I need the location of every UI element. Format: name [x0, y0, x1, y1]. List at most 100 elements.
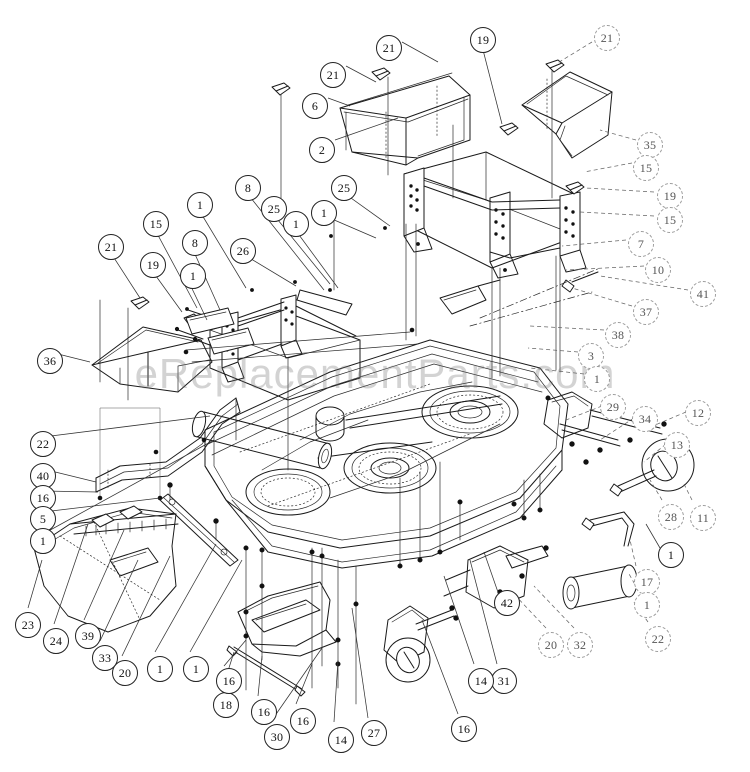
- callout-balloon-8[interactable]: 8: [235, 175, 261, 201]
- callout-balloon-24[interactable]: 24: [43, 628, 69, 654]
- callout-label: 36: [43, 354, 57, 368]
- callout-balloon-2[interactable]: 2: [309, 137, 335, 163]
- callout-balloon-14[interactable]: 14: [468, 668, 494, 694]
- callout-balloon-19[interactable]: 19: [140, 252, 166, 278]
- callout-balloon-1[interactable]: 1: [147, 656, 173, 682]
- callout-balloon-16[interactable]: 16: [216, 668, 242, 694]
- callout-balloon-20[interactable]: 20: [112, 660, 138, 686]
- callout-balloon-21[interactable]: 21: [376, 35, 402, 61]
- callout-balloon-41[interactable]: 41: [690, 281, 716, 307]
- callout-balloon-25[interactable]: 25: [331, 175, 357, 201]
- hardware-bottom-column: [243, 545, 359, 705]
- callout-label: 16: [222, 674, 236, 688]
- callout-balloon-1[interactable]: 1: [658, 542, 684, 568]
- callout-balloon-15[interactable]: 15: [143, 211, 169, 237]
- callout-balloon-39[interactable]: 39: [75, 623, 101, 649]
- callout-label: 28: [664, 510, 678, 524]
- part-long-bar-left: [159, 482, 239, 567]
- part-main-mower-deck: [204, 339, 569, 569]
- callout-label: 17: [640, 575, 654, 589]
- center-idler: [315, 406, 345, 442]
- callout-label: 40: [36, 469, 50, 483]
- callout-label: 31: [497, 674, 511, 688]
- callout-label: 10: [651, 263, 665, 277]
- callout-balloon-11[interactable]: 11: [690, 505, 716, 531]
- callout-balloon-35[interactable]: 35: [637, 132, 663, 158]
- callout-balloon-26[interactable]: 26: [230, 238, 256, 264]
- callout-balloon-18[interactable]: 18: [213, 692, 239, 718]
- callout-label: 1: [667, 548, 675, 562]
- callout-balloon-37[interactable]: 37: [633, 299, 659, 325]
- callout-label: 1: [593, 372, 601, 386]
- callout-label: 15: [639, 161, 653, 175]
- callout-balloon-19[interactable]: 19: [657, 183, 683, 209]
- callout-balloon-21[interactable]: 21: [320, 62, 346, 88]
- callout-balloon-33[interactable]: 33: [92, 645, 118, 671]
- callout-balloon-13[interactable]: 13: [664, 432, 690, 458]
- callout-label: 14: [334, 733, 348, 747]
- callout-label: 25: [267, 202, 281, 216]
- callout-balloon-1[interactable]: 1: [584, 366, 610, 392]
- callout-balloon-22[interactable]: 22: [30, 431, 56, 457]
- callout-balloon-3[interactable]: 3: [578, 343, 604, 369]
- callout-balloon-29[interactable]: 29: [600, 394, 626, 420]
- callout-balloon-14[interactable]: 14: [328, 727, 354, 753]
- callout-label: 16: [257, 705, 271, 719]
- callout-balloon-1[interactable]: 1: [283, 211, 309, 237]
- callout-balloon-1[interactable]: 1: [187, 192, 213, 218]
- callout-balloon-20[interactable]: 20: [538, 632, 564, 658]
- callout-label: 20: [544, 638, 558, 652]
- baffle-ribs: [69, 513, 179, 537]
- callout-balloon-32[interactable]: 32: [567, 632, 593, 658]
- callout-label: 33: [98, 651, 112, 665]
- callout-balloon-38[interactable]: 38: [605, 322, 631, 348]
- callout-balloon-1[interactable]: 1: [180, 263, 206, 289]
- callout-balloon-16[interactable]: 16: [451, 716, 477, 742]
- callout-balloon-19[interactable]: 19: [470, 27, 496, 53]
- callout-label: 1: [643, 598, 651, 612]
- callout-label: 29: [606, 400, 620, 414]
- callout-balloon-28[interactable]: 28: [658, 504, 684, 530]
- part-gauge-wheel-left: [383, 605, 459, 683]
- callout-label: 35: [643, 138, 657, 152]
- hardware-deck-verticals: [397, 395, 551, 569]
- part-upper-frame-assembly: [403, 151, 587, 279]
- callout-balloon-21[interactable]: 21: [98, 234, 124, 260]
- callout-balloon-16[interactable]: 16: [290, 708, 316, 734]
- callout-label: 11: [697, 511, 709, 525]
- callout-balloon-1[interactable]: 1: [311, 200, 337, 226]
- callout-balloon-7[interactable]: 7: [628, 231, 654, 257]
- callout-label: 12: [691, 406, 705, 420]
- callout-label: 42: [500, 596, 514, 610]
- callout-balloon-17[interactable]: 17: [634, 569, 660, 595]
- callout-balloon-30[interactable]: 30: [264, 724, 290, 750]
- callout-balloon-10[interactable]: 10: [645, 257, 671, 283]
- callout-balloon-36[interactable]: 36: [37, 348, 63, 374]
- callout-balloon-31[interactable]: 31: [491, 668, 517, 694]
- callout-balloon-15[interactable]: 15: [657, 207, 683, 233]
- callout-balloon-15[interactable]: 15: [633, 155, 659, 181]
- part-deflector-plate-right: [521, 71, 613, 159]
- callout-balloon-1[interactable]: 1: [183, 656, 209, 682]
- callout-label: 15: [663, 213, 677, 227]
- callout-balloon-12[interactable]: 12: [685, 400, 711, 426]
- callout-balloon-34[interactable]: 34: [632, 406, 658, 432]
- callout-balloon-40[interactable]: 40: [30, 463, 56, 489]
- callout-balloon-6[interactable]: 6: [302, 93, 328, 119]
- callout-label: 2: [318, 143, 326, 157]
- callout-balloon-23[interactable]: 23: [15, 612, 41, 638]
- callout-balloon-5[interactable]: 5: [30, 506, 56, 532]
- callout-balloon-21[interactable]: 21: [594, 25, 620, 51]
- callout-balloon-22[interactable]: 22: [645, 626, 671, 652]
- callout-balloon-42[interactable]: 42: [494, 590, 520, 616]
- callout-balloon-1[interactable]: 1: [30, 528, 56, 554]
- callout-balloon-8[interactable]: 8: [182, 230, 208, 256]
- callout-label: 14: [474, 674, 488, 688]
- callout-balloon-1[interactable]: 1: [634, 592, 660, 618]
- callout-balloon-16[interactable]: 16: [251, 699, 277, 725]
- callout-label: 21: [600, 31, 614, 45]
- callout-label: 20: [118, 666, 132, 680]
- callout-balloon-25[interactable]: 25: [261, 196, 287, 222]
- callout-balloon-27[interactable]: 27: [361, 720, 387, 746]
